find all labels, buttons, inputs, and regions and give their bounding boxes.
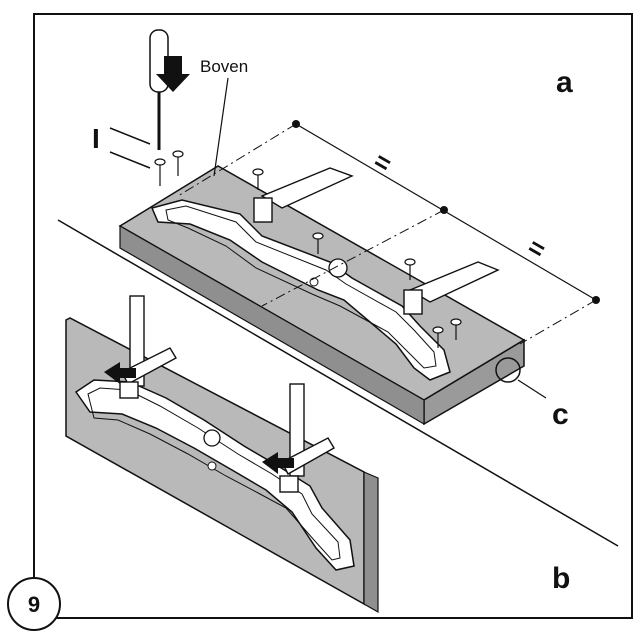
- panel-divider: [57, 219, 619, 547]
- panel-b: b: [65, 295, 570, 614]
- rail-hub-hole-b: [207, 461, 217, 471]
- screw-callout-label: I: [92, 123, 100, 154]
- mounting-rail-a-inner: [165, 205, 437, 369]
- mounting-rail-b: [74, 379, 355, 571]
- rail-hub-hole-a: [309, 277, 319, 287]
- callout-line-bottom: [109, 151, 151, 169]
- screw-set-a: [252, 168, 462, 348]
- figure-frame: [33, 13, 633, 619]
- top-label-leader: [213, 77, 229, 177]
- mounting-rail-a: [150, 199, 451, 381]
- callout-line-top: [109, 127, 151, 145]
- hook-block-left-a: [253, 197, 273, 223]
- wall-panel-edge: [363, 471, 379, 614]
- label-c: c: [552, 398, 569, 431]
- shelf-side-edge: [119, 224, 425, 426]
- rail-hub-a: [328, 258, 348, 278]
- top-label: Boven: [200, 57, 248, 76]
- loose-screws: [154, 150, 184, 186]
- detail-c-circle: [495, 357, 521, 383]
- label-a: a: [556, 66, 573, 99]
- equal-mark-1: =: [369, 145, 397, 179]
- mounting-rail-b-inner: [87, 387, 341, 561]
- hook-bracket-right-b: [281, 437, 335, 475]
- rail-hub-b: [203, 429, 221, 447]
- arrow-left-icon: [104, 362, 136, 384]
- arrow-left-icon-2: [262, 452, 294, 474]
- hook-block-right-b: [279, 475, 299, 493]
- panel-a: I Boven = = c a: [92, 29, 600, 431]
- hook-block-right-a: [403, 289, 423, 315]
- screwdriver-icon: [149, 29, 190, 150]
- hook-arm-left-a: [260, 167, 354, 209]
- step-number: 9: [28, 592, 40, 617]
- hook-block-left-b: [119, 381, 139, 399]
- hook-arm-right-a: [408, 261, 500, 303]
- label-b: b: [552, 562, 570, 595]
- step-badge: 9: [7, 577, 61, 631]
- dimension-guides: [177, 123, 597, 345]
- detail-c-leader: [517, 379, 547, 399]
